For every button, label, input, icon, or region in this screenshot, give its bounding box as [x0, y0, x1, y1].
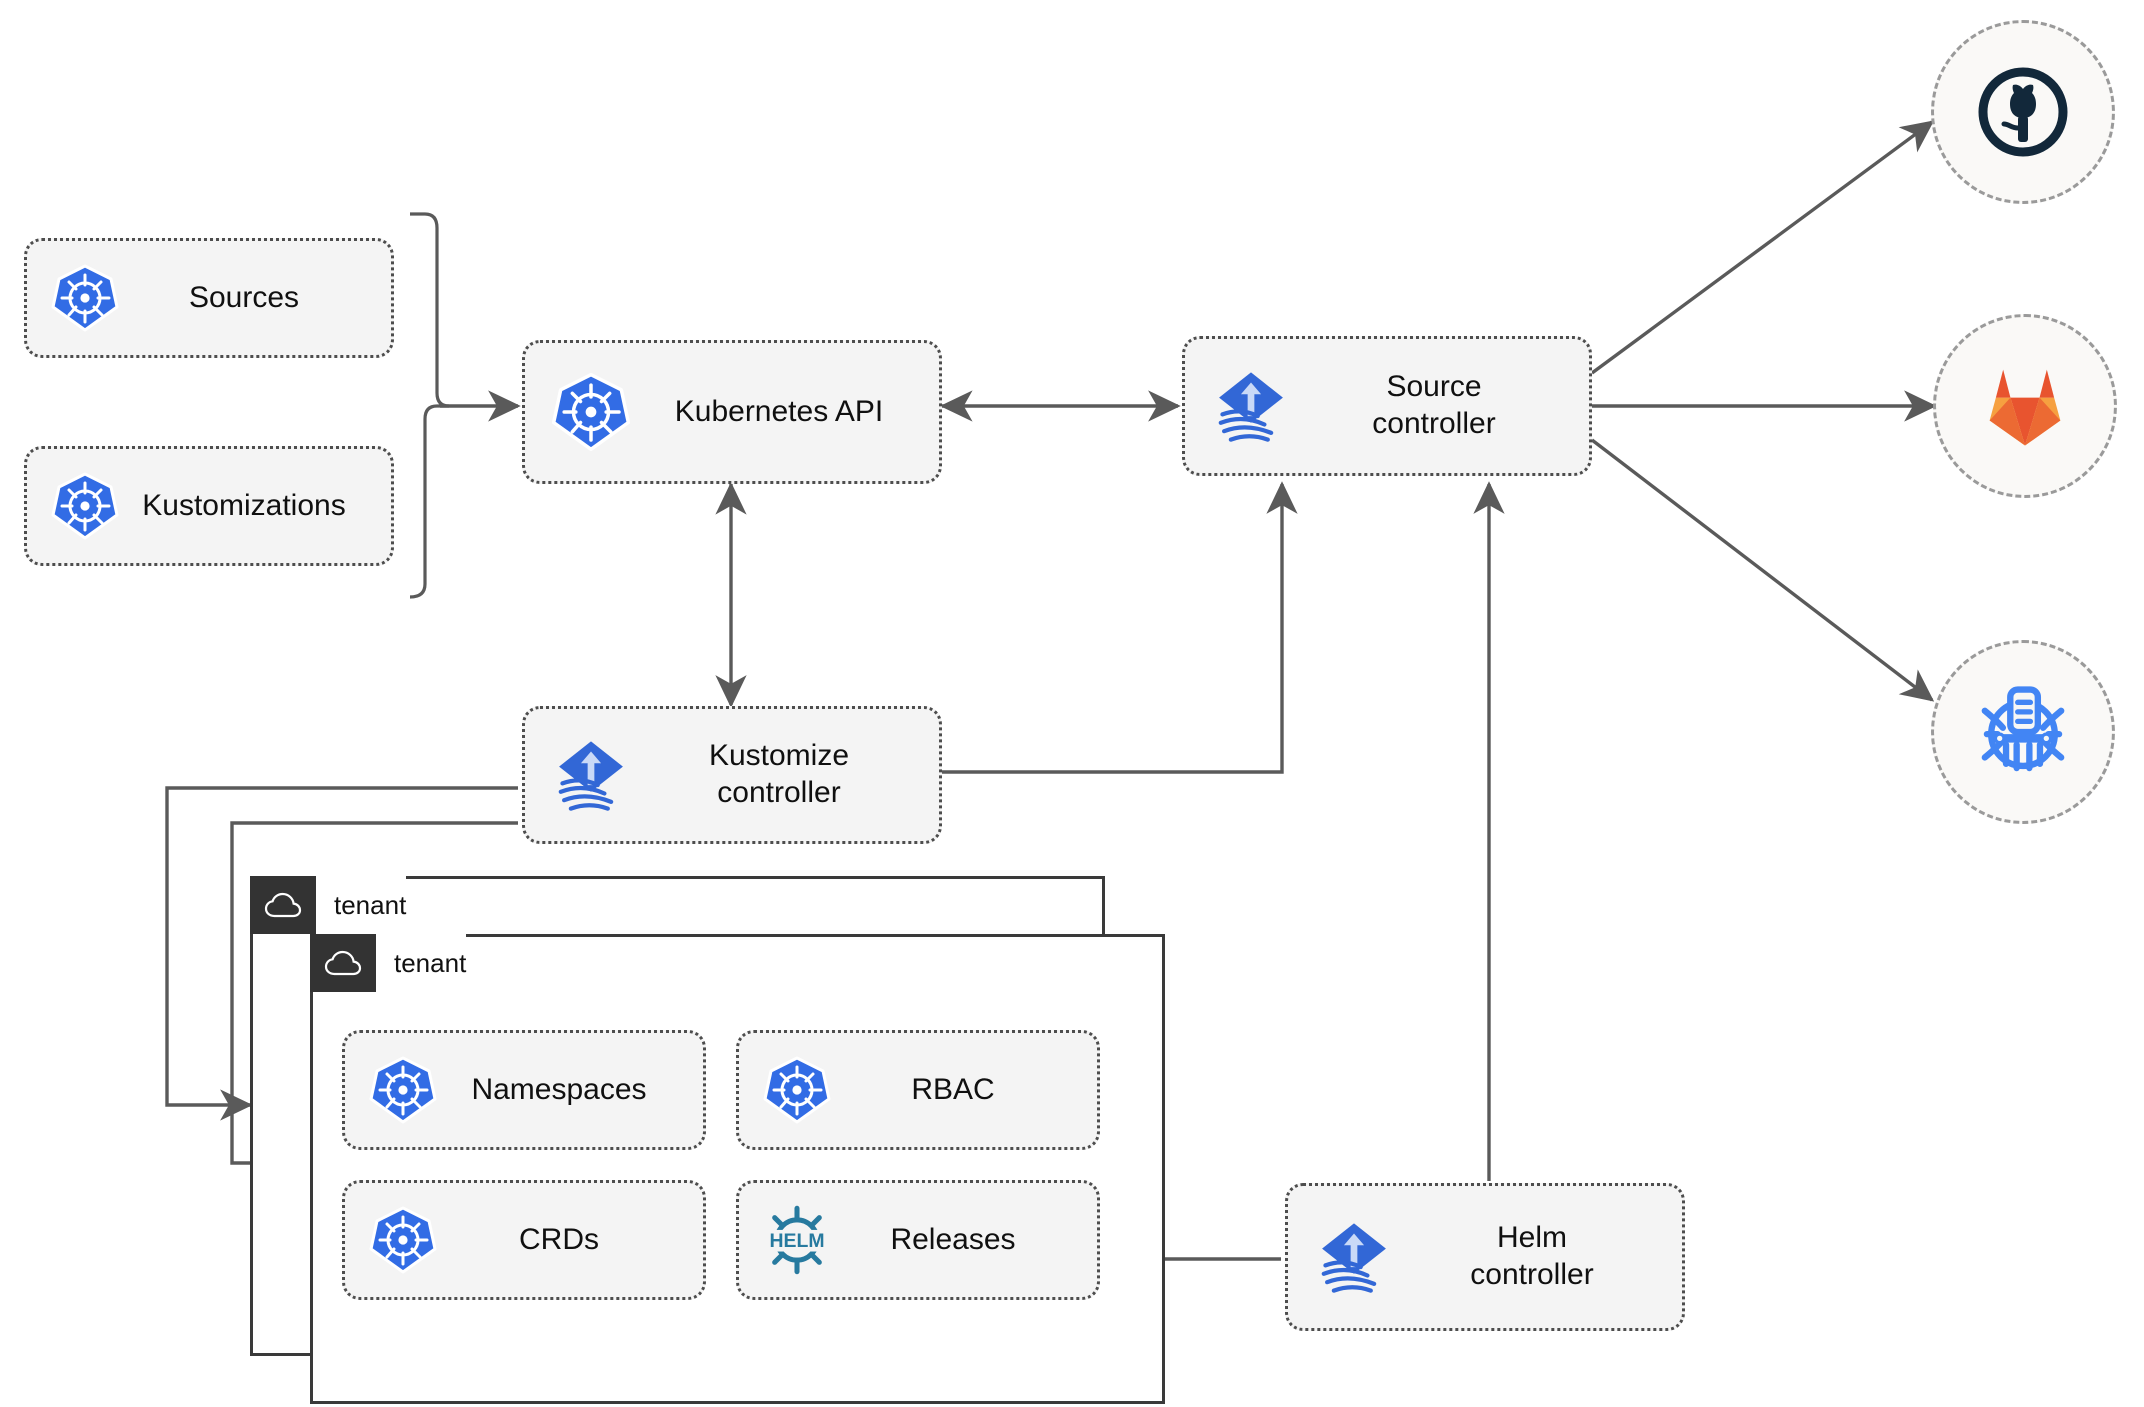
- tenant-item-label-namespaces: Namespaces: [471, 1072, 647, 1106]
- node-kubernetes-api[interactable]: Kubernetes API: [522, 340, 942, 484]
- node-kustomize-controller[interactable]: Kustomize controller: [522, 706, 942, 844]
- node-helm-controller[interactable]: Helm controller: [1285, 1183, 1685, 1331]
- tenant-item-label-crds: CRDs: [519, 1222, 599, 1256]
- cloud-icon: [310, 934, 376, 992]
- helm-icon: HELM: [761, 1204, 833, 1276]
- gitlab-icon: [1989, 369, 2061, 446]
- kubernetes-icon: [761, 1054, 833, 1126]
- svg-text:HELM: HELM: [769, 1230, 824, 1252]
- node-label-helm-controller: Helm controller: [1470, 1221, 1594, 1291]
- tenant-item-rbac[interactable]: RBAC: [736, 1030, 1100, 1150]
- resource-label-kustomizations: Kustomizations: [142, 488, 346, 522]
- tenant-header-inner: tenant: [310, 934, 467, 992]
- tenant-title-inner: tenant: [376, 934, 467, 992]
- edge-kustomize-source: [942, 481, 1298, 774]
- tenant-item-crds[interactable]: CRDs: [342, 1180, 706, 1300]
- provider-gitlab[interactable]: [1933, 314, 2117, 498]
- resource-card-sources[interactable]: Sources: [24, 238, 394, 358]
- flux-icon: [549, 733, 633, 817]
- provider-github[interactable]: [1931, 20, 2115, 204]
- node-label-kubernetes-api: Kubernetes API: [674, 394, 884, 428]
- tenant-item-label-rbac: RBAC: [911, 1072, 995, 1106]
- kubernetes-icon: [367, 1204, 439, 1276]
- edge-bracket: [409, 212, 450, 599]
- tenant-title-outer: tenant: [316, 876, 407, 934]
- cloud-icon: [250, 876, 316, 934]
- kubernetes-icon: [49, 470, 121, 542]
- tenant-header-outer: tenant: [250, 876, 407, 934]
- kubernetes-icon: [49, 262, 121, 334]
- edge-source-github: [1590, 120, 1935, 375]
- provider-bucket[interactable]: [1931, 640, 2115, 824]
- flux-icon: [1209, 364, 1293, 448]
- node-label-kustomize-controller: Kustomize controller: [708, 739, 850, 809]
- kubernetes-icon: [549, 370, 633, 454]
- node-source-controller[interactable]: Source controller: [1182, 336, 1592, 476]
- bucket-icon: [1981, 686, 2065, 772]
- github-icon: [1978, 67, 2068, 157]
- edge-source-bucket: [1590, 438, 1935, 702]
- node-label-source-controller: Source controller: [1372, 370, 1496, 440]
- tenant-item-releases[interactable]: HELM Releases: [736, 1180, 1100, 1300]
- resource-card-kustomizations[interactable]: Kustomizations: [24, 446, 394, 566]
- tenant-item-namespaces[interactable]: Namespaces: [342, 1030, 706, 1150]
- tenant-item-label-releases: Releases: [890, 1222, 1016, 1256]
- tenant-frame-inner: tenant: [310, 934, 1165, 1404]
- resource-label-sources: Sources: [188, 280, 300, 314]
- kubernetes-icon: [367, 1054, 439, 1126]
- flux-icon: [1312, 1215, 1396, 1299]
